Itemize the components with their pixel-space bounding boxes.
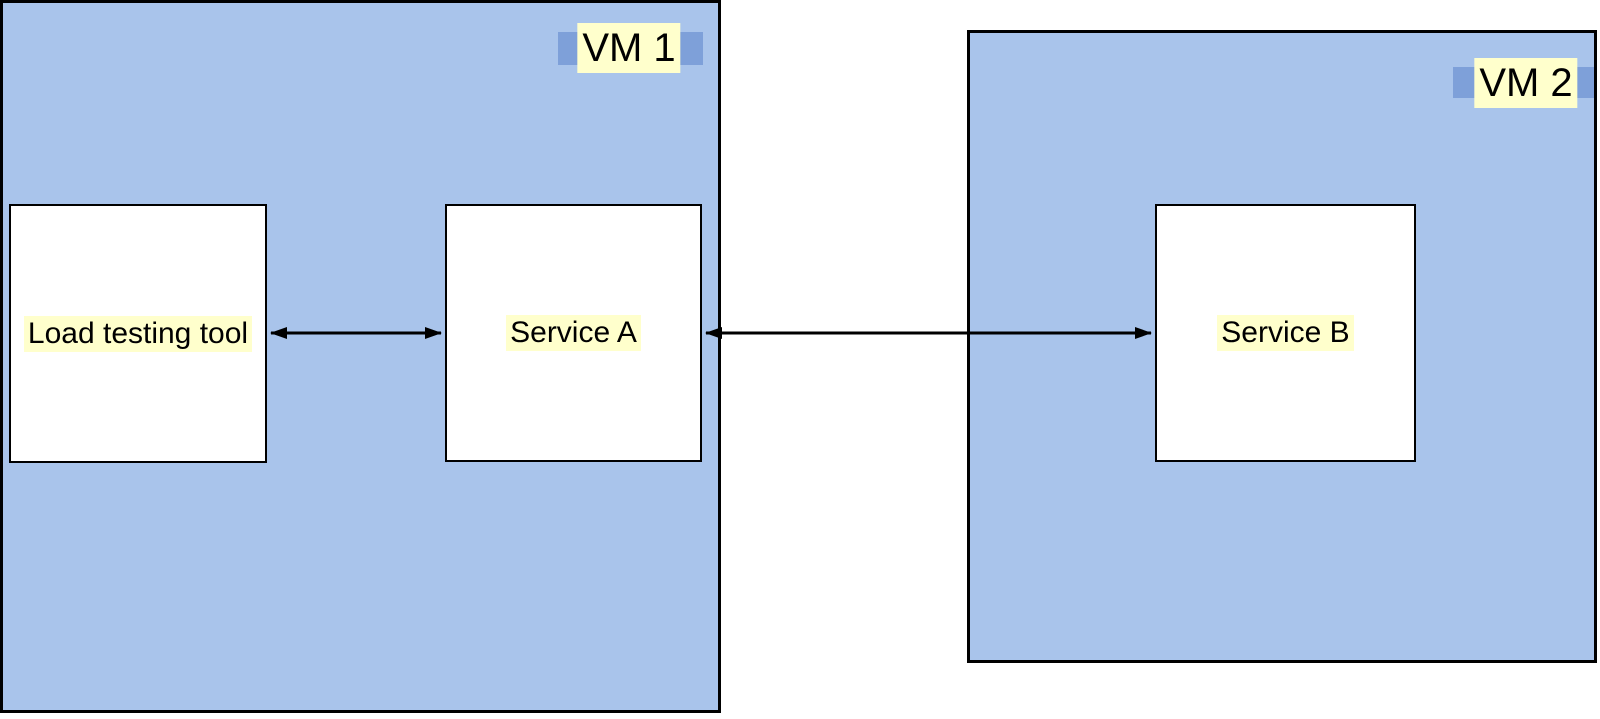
- service-b-node: Service B: [1155, 204, 1416, 462]
- load-testing-tool-label: Load testing tool: [23, 315, 253, 352]
- vm2-title-label: VM 2: [1474, 58, 1578, 108]
- service-b-label: Service B: [1217, 315, 1354, 351]
- vm1-title-label: VM 1: [577, 23, 681, 73]
- service-a-node: Service A: [445, 204, 702, 462]
- load-testing-tool-node: Load testing tool: [9, 204, 267, 463]
- service-a-label: Service A: [506, 315, 641, 351]
